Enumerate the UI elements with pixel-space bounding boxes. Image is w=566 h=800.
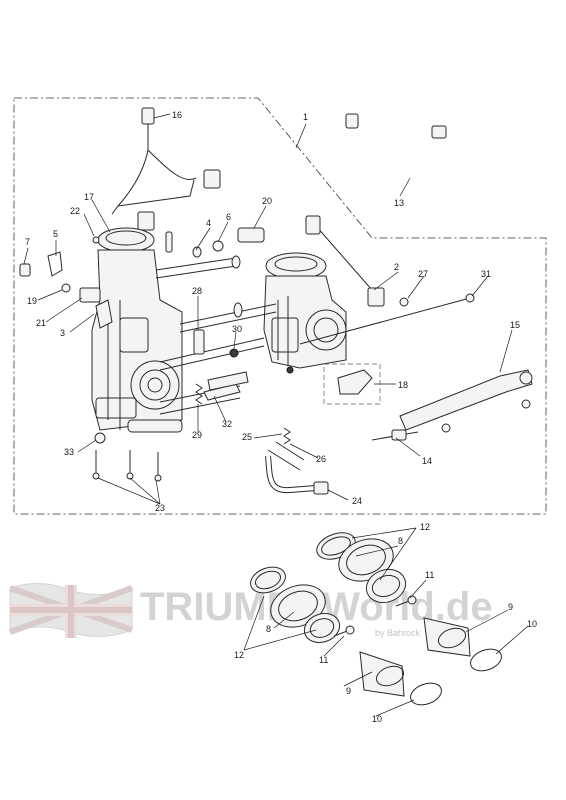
callout-2: 2 [394, 262, 399, 272]
throttle-sensor-harness [111, 107, 221, 231]
right-carburettor [263, 252, 347, 374]
callout-24: 24 [352, 496, 362, 506]
callout-4: 4 [206, 218, 211, 228]
callout-22: 22 [70, 206, 80, 216]
callout-23: 23 [155, 503, 165, 513]
callout-21: 21 [36, 318, 46, 328]
callout-8a: 8 [398, 536, 403, 546]
callout-29: 29 [192, 430, 202, 440]
callout-7: 7 [25, 237, 30, 247]
bracket-18 [323, 363, 381, 405]
callout-13: 13 [394, 198, 404, 208]
assembly-outline [13, 97, 547, 515]
callout-8b: 8 [266, 624, 271, 634]
callouts: 1 2 3 4 5 6 7 8 8 9 9 10 10 11 11 12 12 … [25, 110, 537, 724]
callout-30: 30 [232, 324, 242, 334]
small-hardware [19, 215, 475, 482]
callout-25: 25 [242, 432, 252, 442]
callout-27: 27 [418, 269, 428, 279]
callout-18: 18 [398, 380, 408, 390]
intake-boots [250, 532, 502, 706]
callout-10a: 10 [527, 619, 537, 629]
callout-11a: 11 [425, 570, 434, 580]
callout-9b: 9 [346, 686, 351, 696]
fuel-hose-24 [265, 427, 329, 495]
callout-16: 16 [172, 110, 182, 120]
callout-28: 28 [192, 286, 202, 296]
callout-1: 1 [303, 112, 308, 122]
callout-33: 33 [64, 447, 74, 457]
callout-32: 32 [222, 419, 232, 429]
callout-9a: 9 [508, 602, 513, 612]
callout-12b: 12 [234, 650, 244, 660]
callout-12a: 12 [420, 522, 430, 532]
callout-11b: 11 [319, 655, 328, 665]
breather-hose [345, 113, 447, 180]
callout-26: 26 [316, 454, 326, 464]
left-carburettor [91, 227, 183, 433]
callout-5: 5 [53, 229, 58, 239]
callout-17: 17 [84, 192, 94, 202]
leader-lines [23, 113, 529, 717]
watermark-byline: by Bahrock [375, 628, 421, 638]
linking-tubes [155, 255, 277, 415]
callout-10b: 10 [372, 714, 382, 724]
callout-20: 20 [262, 196, 272, 206]
callout-19: 19 [27, 296, 37, 306]
callout-6: 6 [226, 212, 231, 222]
choke-linkage [371, 369, 533, 441]
callout-31: 31 [481, 269, 491, 279]
union-jack-flag [8, 583, 134, 638]
callout-14: 14 [422, 456, 432, 466]
callout-15: 15 [510, 320, 520, 330]
callout-3: 3 [60, 328, 65, 338]
